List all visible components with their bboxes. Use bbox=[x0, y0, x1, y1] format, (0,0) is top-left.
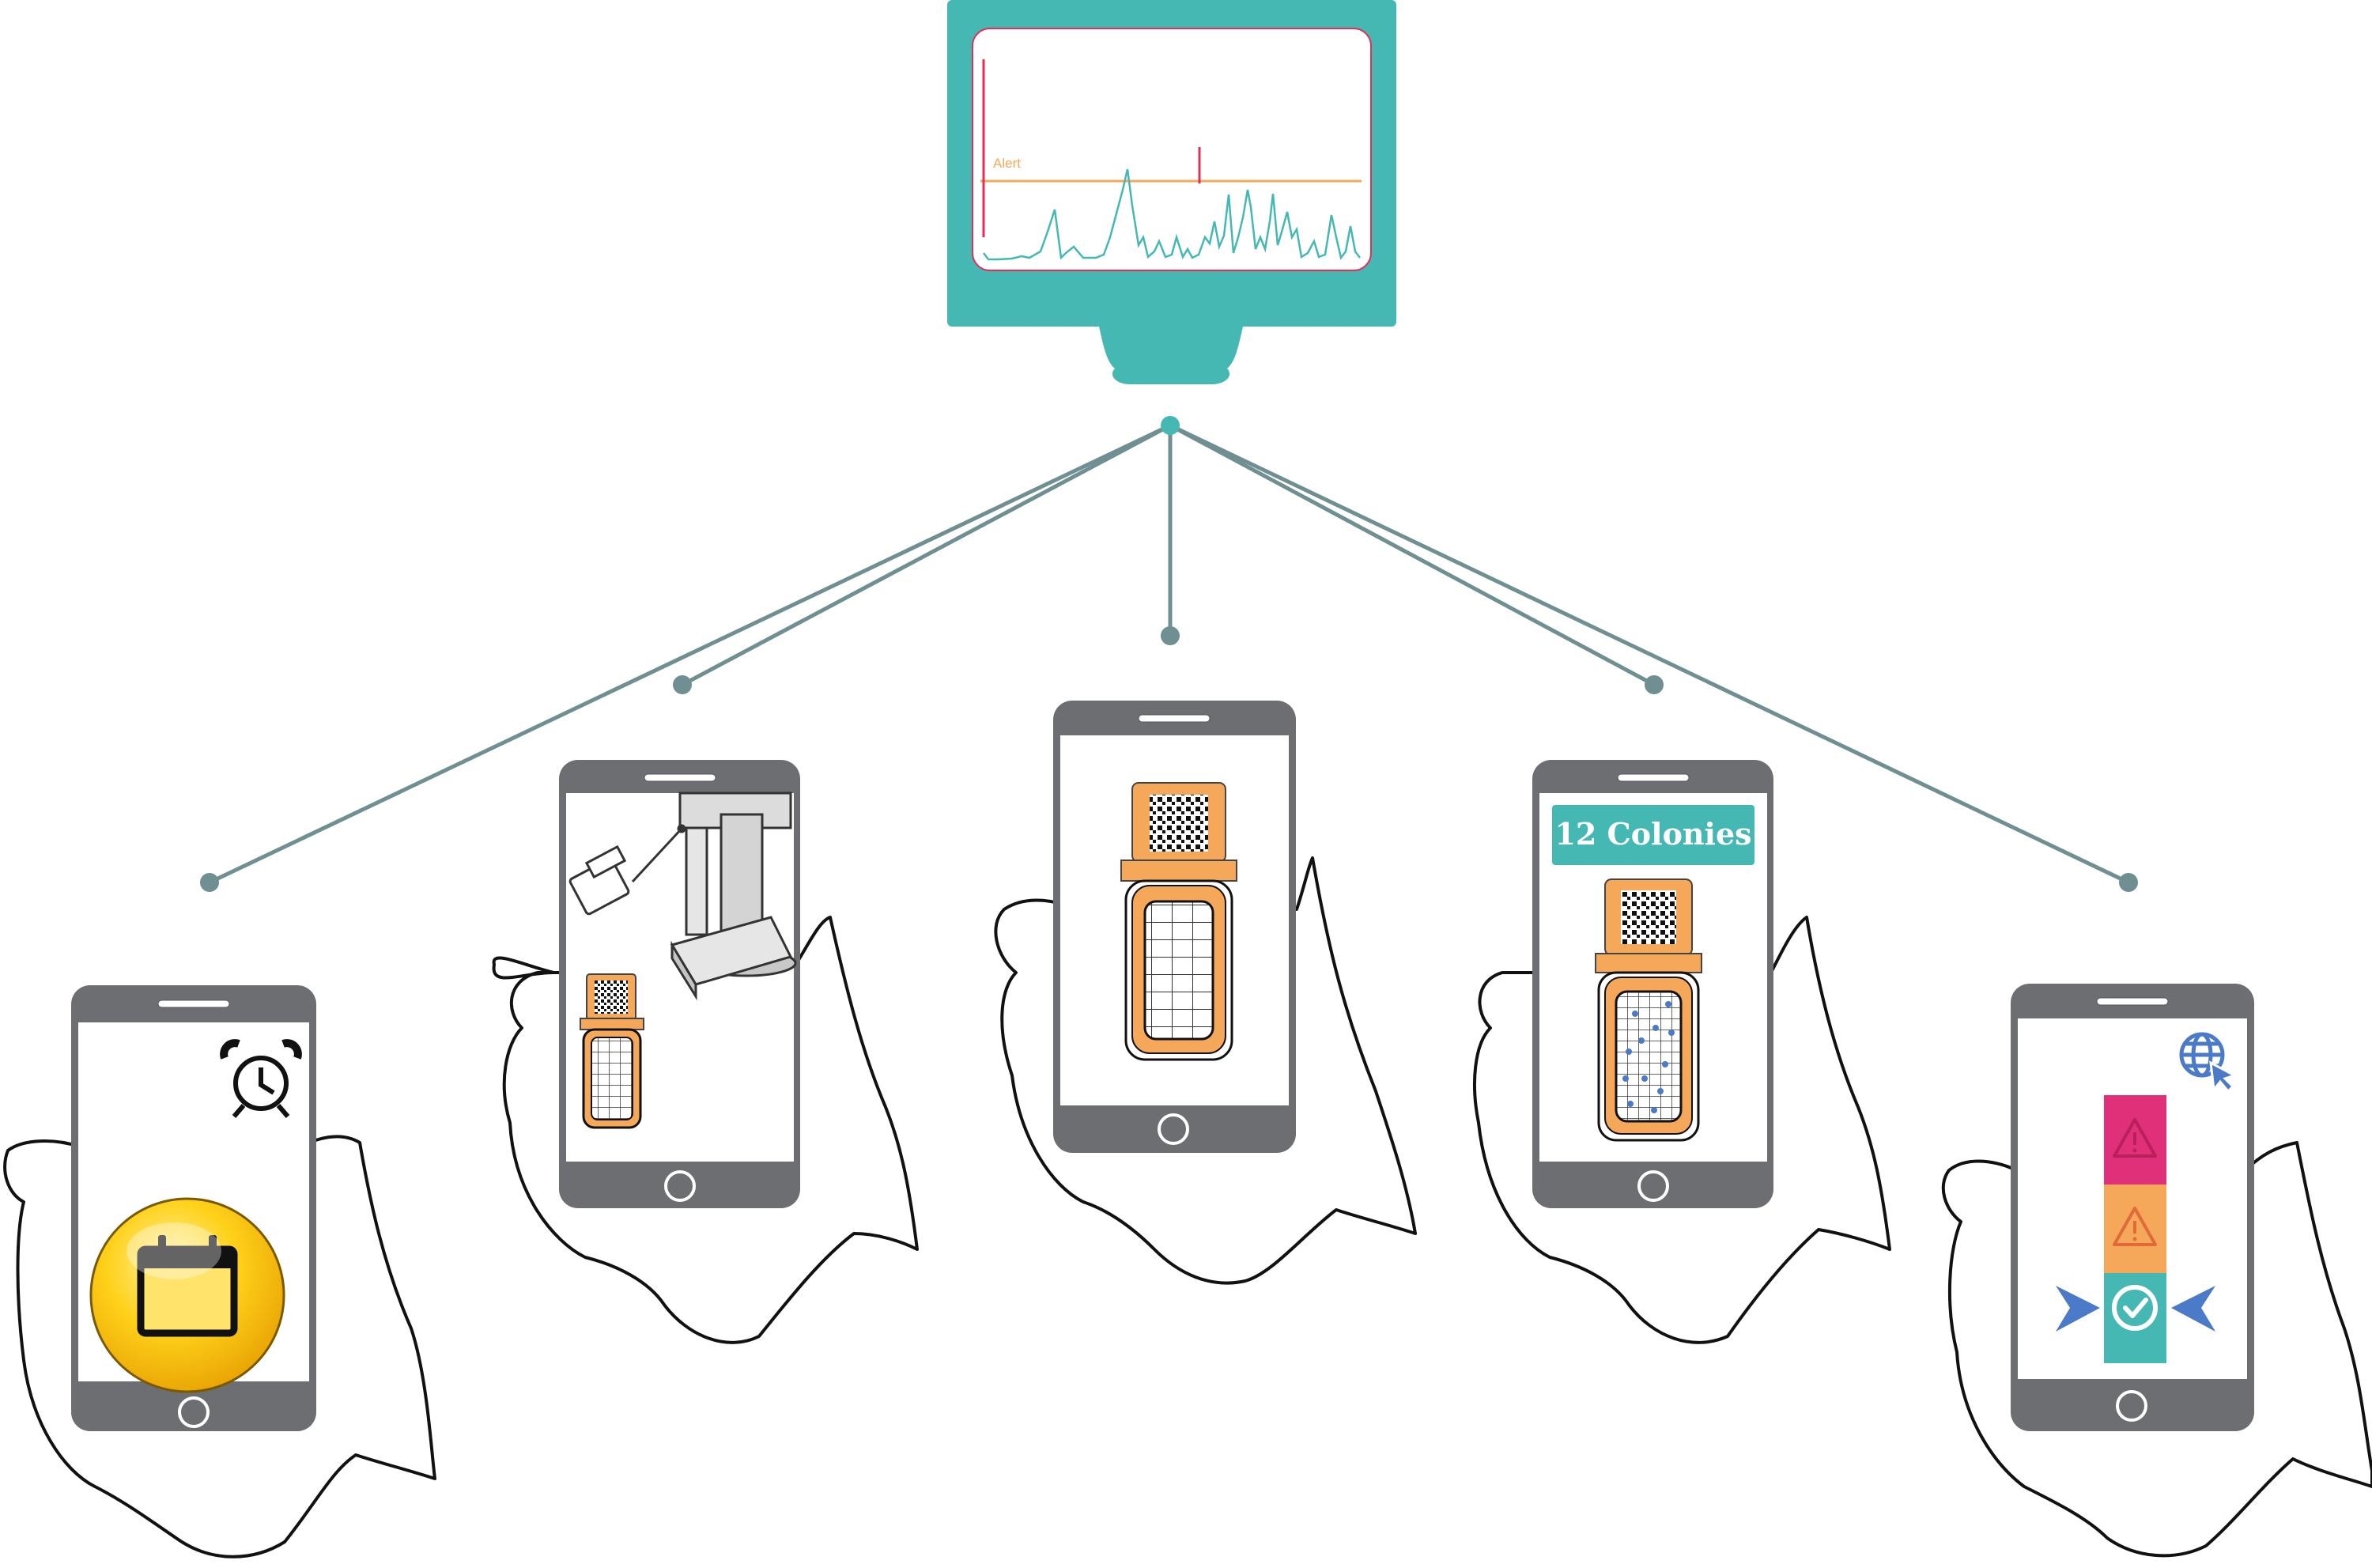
pointer-arrow-left bbox=[2171, 1286, 2215, 1332]
connector-line bbox=[1169, 423, 2130, 885]
colony-dots bbox=[1622, 1001, 1675, 1113]
monitor: Alert bbox=[947, 0, 1396, 384]
home-button[interactable] bbox=[1158, 1113, 1189, 1145]
hub-node bbox=[1161, 416, 1180, 435]
checkmark-icon bbox=[2112, 1285, 2158, 1331]
air-sampler-icon bbox=[568, 792, 797, 1001]
phone-speaker bbox=[157, 999, 230, 1008]
phone-speaker bbox=[2096, 997, 2169, 1006]
connector-network bbox=[208, 423, 2130, 885]
warning-icon bbox=[2113, 1118, 2157, 1158]
home-button[interactable] bbox=[1637, 1170, 1669, 1202]
media-cassette-icon bbox=[1120, 782, 1237, 1061]
phone-status bbox=[1941, 984, 2372, 1558]
connector-line bbox=[1169, 423, 1656, 687]
endpoint-node bbox=[2119, 873, 2138, 892]
phone-sampling bbox=[492, 760, 919, 1344]
calendar-icon bbox=[89, 1197, 285, 1393]
monitor-screen bbox=[972, 28, 1372, 271]
connector-line bbox=[681, 423, 1172, 687]
home-button[interactable] bbox=[664, 1170, 696, 1202]
qr-code-icon bbox=[1621, 890, 1676, 944]
qr-code-icon bbox=[1150, 795, 1208, 852]
status-stack bbox=[2056, 1095, 2215, 1363]
qr-code-icon bbox=[595, 980, 628, 1014]
phone-speaker bbox=[1138, 714, 1211, 723]
endpoint-node bbox=[1645, 675, 1664, 694]
home-button[interactable] bbox=[2116, 1390, 2147, 1422]
phone-scheduling bbox=[3, 985, 436, 1559]
monitor-stand bbox=[1099, 327, 1243, 384]
warning-icon bbox=[2113, 1207, 2157, 1246]
endpoint-node bbox=[200, 873, 219, 892]
pointer-arrow-right bbox=[2056, 1286, 2100, 1332]
alarm-clock-icon bbox=[220, 1039, 302, 1118]
phone-speaker bbox=[644, 773, 716, 782]
alert-label: Alert bbox=[993, 156, 1021, 171]
web-globe-icon bbox=[2179, 1032, 2238, 1094]
connector-line bbox=[208, 423, 1172, 885]
colony-count-badge: 12 Colonies bbox=[1552, 805, 1754, 865]
colony-count-text: 12 Colonies bbox=[1554, 816, 1751, 852]
phone-speaker bbox=[1617, 773, 1690, 782]
phone-scanning bbox=[994, 701, 1417, 1285]
colony-cassette-icon bbox=[1595, 878, 1702, 1142]
phone-counting: 12 Colonies bbox=[1473, 760, 1891, 1344]
home-button[interactable] bbox=[178, 1396, 210, 1428]
endpoint-node bbox=[1161, 626, 1180, 645]
media-cassette-icon bbox=[580, 973, 644, 1129]
endpoint-node bbox=[673, 675, 692, 694]
signal-trace bbox=[983, 168, 1361, 261]
